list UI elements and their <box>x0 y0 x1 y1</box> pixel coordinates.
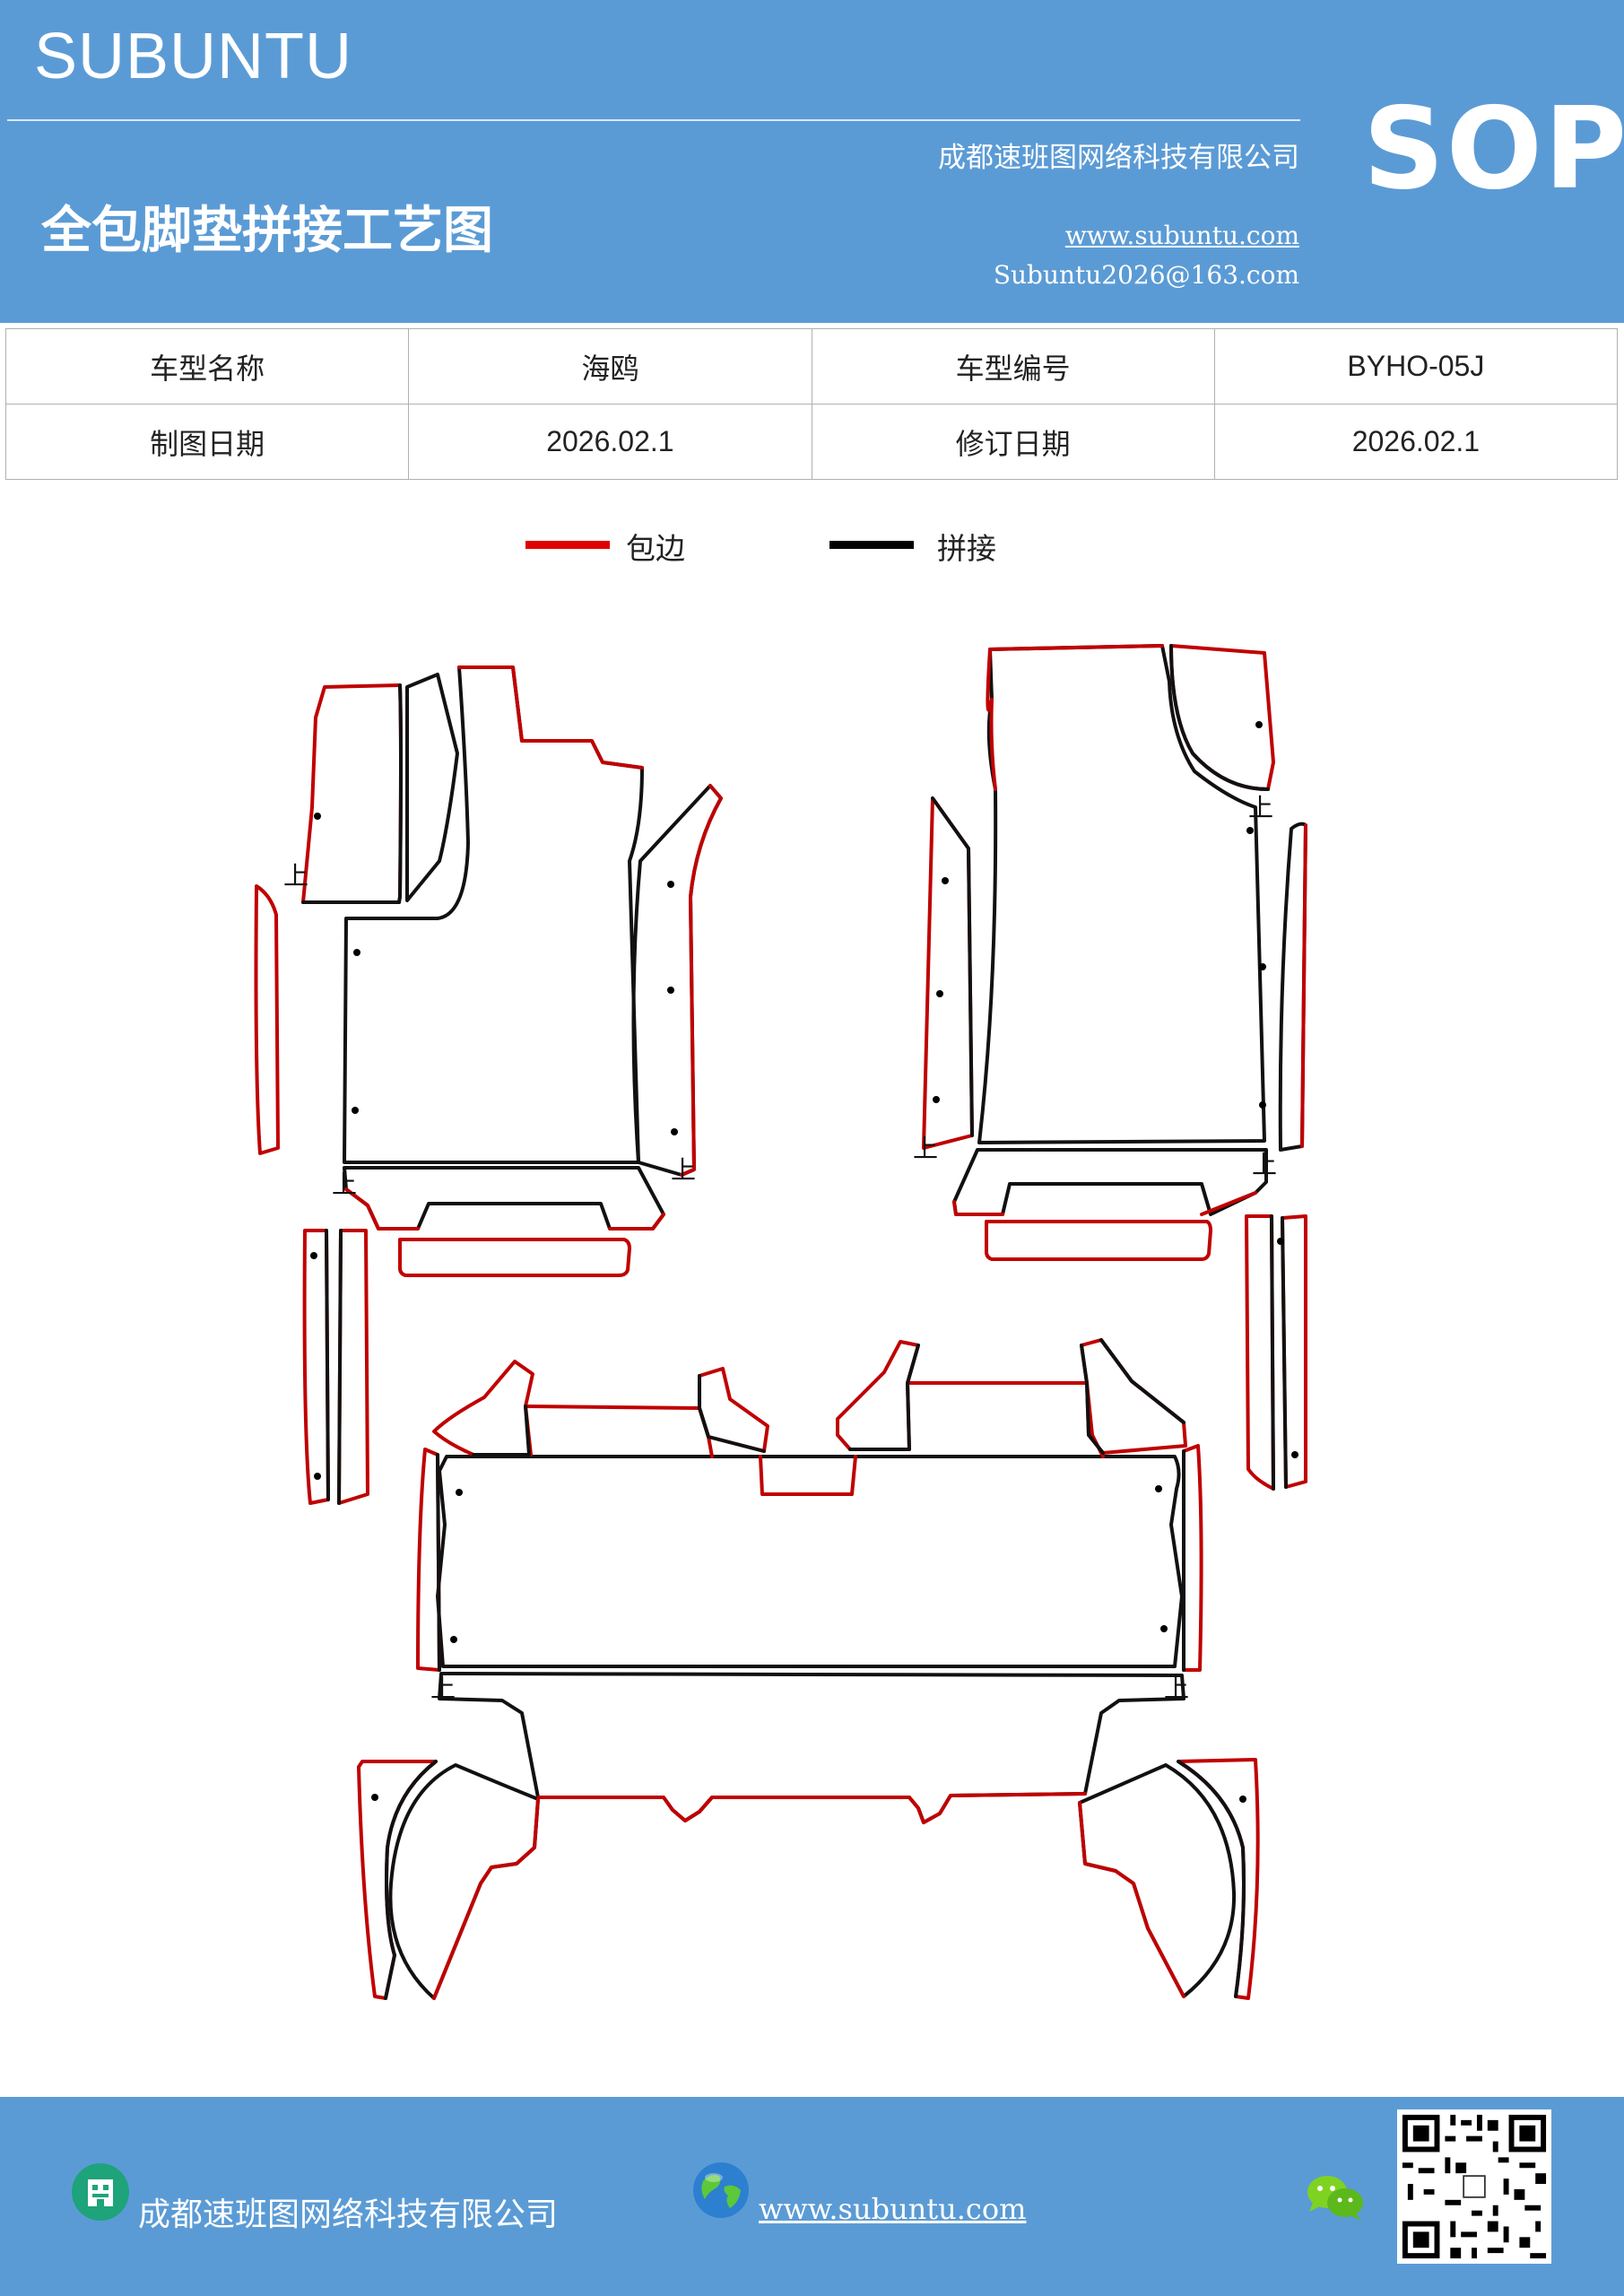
mat-piece <box>357 1760 438 2000</box>
svg-text:上: 上 <box>1252 1150 1277 1179</box>
draw-date-value: 2026.02.1 <box>408 404 812 480</box>
mat-piece <box>985 1220 1212 1261</box>
sop-badge: SOP <box>1363 83 1624 214</box>
legend-label: 包边 <box>626 531 685 566</box>
mat-piece <box>405 673 459 902</box>
mat-piece <box>1245 1214 1275 1491</box>
mat-piece <box>922 796 974 1150</box>
svg-text:上: 上 <box>913 1134 938 1163</box>
mat-piece <box>1278 822 1307 1152</box>
building-icon <box>72 2163 129 2221</box>
mat-piece <box>432 1360 534 1457</box>
header-divider <box>7 119 1300 121</box>
revision-date-value: 2026.02.1 <box>1213 404 1619 480</box>
mat-piece <box>301 683 403 904</box>
svg-text:上: 上 <box>671 1155 696 1185</box>
mat-piece <box>343 665 644 1164</box>
svg-text:上: 上 <box>1248 793 1273 822</box>
header-banner: SUBUNTU 成都速班图网络科技有限公司 全包脚垫拼接工艺图 www.subu… <box>0 0 1624 323</box>
svg-text:上: 上 <box>283 861 308 891</box>
draw-date-label: 制图日期 <box>4 404 410 480</box>
model-name-value: 海鸥 <box>408 328 812 404</box>
website-link[interactable]: www.subuntu.com <box>1064 221 1299 250</box>
svg-text:上: 上 <box>430 1674 456 1703</box>
model-code-label: 车型编号 <box>811 328 1215 404</box>
mat-piece <box>977 644 1266 1144</box>
mat-piece <box>254 884 280 1155</box>
mat-piece <box>952 1148 1268 1216</box>
mat-piece <box>416 1448 441 1672</box>
revision-date-label: 修订日期 <box>811 404 1215 480</box>
model-code-value: BYHO-05J <box>1213 328 1619 404</box>
company-name: 成都速班图网络科技有限公司 <box>938 142 1299 174</box>
footer-website-link[interactable]: www.subuntu.com <box>759 2192 1027 2226</box>
email-address: Subuntu2026@163.com <box>993 260 1299 290</box>
footer-company-name: 成都速班图网络科技有限公司 <box>138 2196 559 2233</box>
svg-text:上: 上 <box>332 1170 357 1199</box>
mat-piece <box>337 1229 369 1505</box>
legend-label: 拼接 <box>937 531 996 566</box>
legend-swatch-black <box>829 541 914 549</box>
mat-piece <box>398 1238 631 1277</box>
mat-piece <box>631 784 723 1177</box>
mat-piece <box>388 1763 540 2000</box>
mat-piece <box>1078 1763 1237 1998</box>
footer-banner: 成都速班图网络科技有限公司 www.subuntu.com <box>0 2097 1624 2296</box>
mat-piece <box>302 1229 330 1505</box>
table-row: 制图日期 2026.02.1 修订日期 2026.02.1 <box>4 404 1619 480</box>
legend-swatch-red <box>525 541 610 549</box>
mat-piece <box>1182 1444 1203 1672</box>
mat-piece <box>438 1672 1185 1824</box>
globe-icon <box>693 2162 749 2218</box>
mat-piece <box>1169 644 1275 791</box>
page-title: 全包脚垫拼接工艺图 <box>41 201 493 260</box>
mat-piece <box>436 1455 1184 1668</box>
wechat-icon <box>1307 2176 1363 2221</box>
brand-name: SUBUNTU <box>34 21 353 92</box>
qr-code-icon <box>1397 2109 1551 2264</box>
orientation-marks: 上 上 上 上 上 上 上 上 <box>283 793 1277 1703</box>
vehicle-info-table: 车型名称 海鸥 车型编号 BYHO-05J 制图日期 2026.02.1 修订日… <box>4 328 1619 480</box>
svg-text:上: 上 <box>1164 1674 1189 1703</box>
mat-piece <box>1080 1338 1187 1455</box>
model-name-label: 车型名称 <box>4 328 410 404</box>
mat-piece <box>343 1166 665 1231</box>
alignment-dots <box>310 721 1298 1803</box>
table-row: 车型名称 海鸥 车型编号 BYHO-05J <box>4 328 1619 404</box>
